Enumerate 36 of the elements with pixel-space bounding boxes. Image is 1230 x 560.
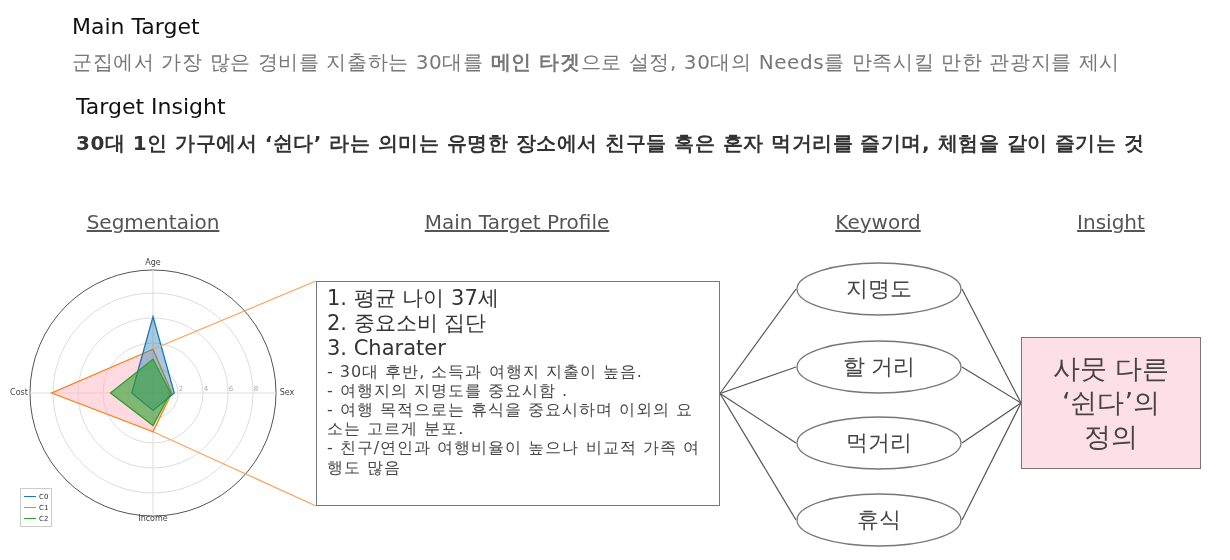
profile-note: - 여행지의 지명도를 중요시함 . xyxy=(327,380,570,400)
profile-item: 3. Charater xyxy=(327,336,447,362)
heading: Main Target xyxy=(72,14,200,41)
connector-line xyxy=(961,288,1022,404)
section-heading: Main Target Profile xyxy=(424,210,610,234)
connector-line xyxy=(961,402,1022,444)
connector-line xyxy=(961,402,1022,521)
zoom-line xyxy=(152,280,317,350)
connector-line xyxy=(719,366,797,395)
axis-label: Cost xyxy=(10,388,28,398)
section-heading: Keyword xyxy=(835,210,921,234)
insight-box xyxy=(1021,337,1201,469)
profile-item: 1. 평균 나이 37세 xyxy=(327,286,500,312)
connector-line xyxy=(719,392,797,444)
profile-note: - 여행 목적으로는 휴식을 중요시하며 이외의 요소는 고르게 분포. xyxy=(327,399,695,439)
connector-line xyxy=(719,392,797,521)
axis-label: Income xyxy=(138,514,168,524)
axis-label: Age xyxy=(145,258,161,268)
section-heading: Insight xyxy=(1077,210,1145,234)
heading: Target Insight xyxy=(76,94,226,121)
connector-line xyxy=(719,288,797,395)
axis-label: Sex xyxy=(279,388,295,398)
insight-text: 30대 1인 가구에서 ‘쉰다’ 라는 의미는 유명한 장소에서 친구들 혹은 혼자 먹거리를 즐기며, 체험을 같이 즐기는 것 xyxy=(76,131,1145,155)
section-heading: Segmentaion xyxy=(86,210,220,234)
profile-item: 2. 중요소비 집단 xyxy=(327,311,488,337)
keyword-text: 할 거리 xyxy=(842,353,916,381)
keyword-text: 휴식 xyxy=(857,506,901,534)
description-text: 군집에서 가장 많은 경비를 지출하는 30대를 메인 타겟으로 설정, 30대의 Needs를 만족시킬 만한 관광지를 제시 xyxy=(72,50,1120,74)
profile-note: - 30대 후반, 소득과 여행지 지출이 높음. xyxy=(327,361,644,381)
keyword-text: 지명도 xyxy=(846,275,912,303)
zoom-line xyxy=(152,431,317,507)
profile-note: - 친구/연인과 여행비율이 높으나 비교적 가족 여행도 많음 xyxy=(327,438,701,477)
keyword-text: 먹거리 xyxy=(846,429,912,457)
connector-line xyxy=(961,366,1022,404)
insight-text: 사뭇 다른 ‘쉰다’의 정의 xyxy=(1051,352,1171,454)
profile-box xyxy=(316,281,720,506)
